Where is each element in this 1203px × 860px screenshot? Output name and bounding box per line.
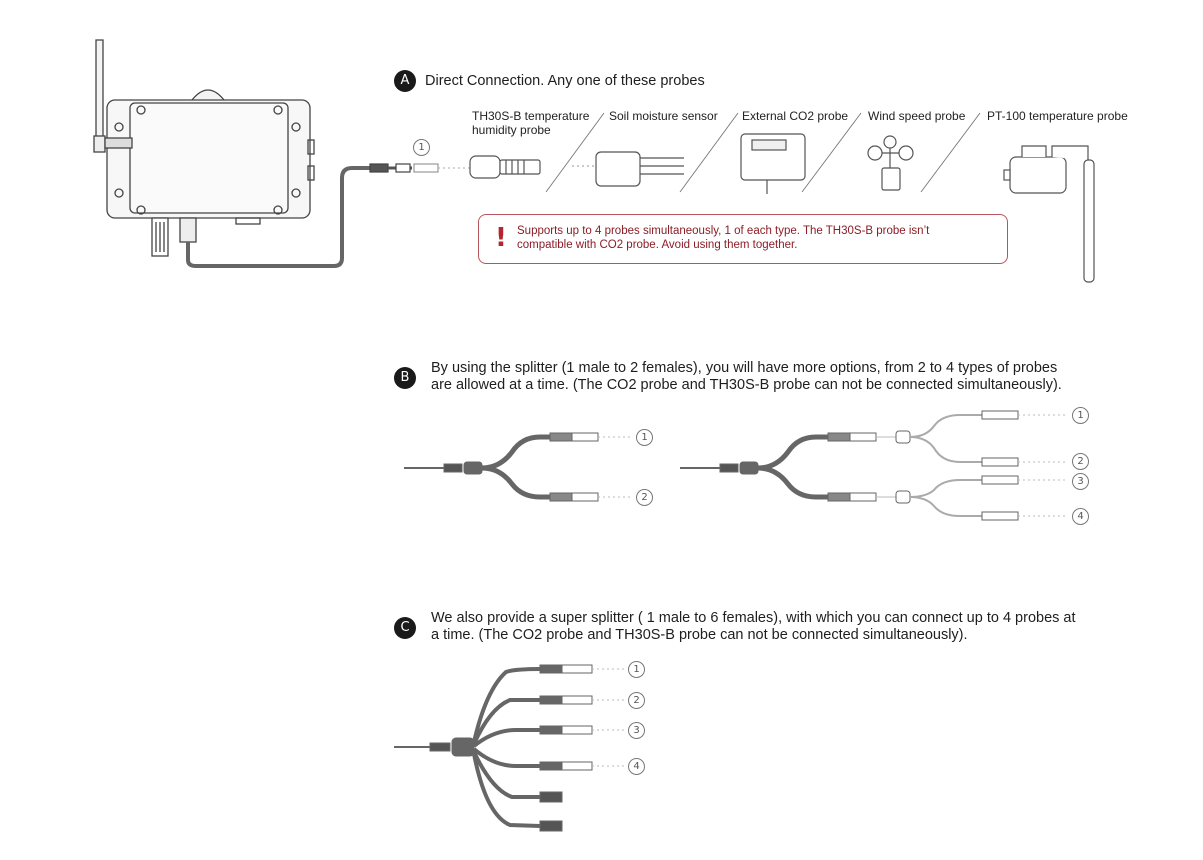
splitter-1x4-chain	[680, 410, 1068, 521]
section-c-description: We also provide a super splitter ( 1 mal…	[431, 610, 1076, 643]
section-c-badge: C	[394, 617, 416, 639]
section-b-badge: B	[394, 367, 416, 389]
splitter2-number-1: 1	[1072, 407, 1089, 424]
super-splitter-number-3: 3	[628, 722, 645, 739]
splitter2-number-3: 3	[1072, 473, 1089, 490]
jack-plug	[369, 163, 470, 173]
main-cable	[186, 166, 386, 268]
section-a-title: Direct Connection. Any one of these prob…	[425, 73, 705, 89]
super-splitter-number-1: 1	[628, 661, 645, 678]
external-co2-probe	[740, 133, 806, 194]
warning-icon: !	[495, 223, 507, 253]
port-number: 1	[413, 139, 430, 156]
warning-box: ! Supports up to 4 probes simultaneously…	[478, 214, 1008, 264]
probe-label-pt-100: PT-100 temperature probe	[987, 109, 1128, 123]
soil-moisture-sensor	[572, 151, 684, 187]
gateway-device	[93, 39, 315, 257]
section-a-badge: A	[394, 70, 416, 92]
probe-label-wind-speed: Wind speed probe	[868, 109, 966, 123]
th30s-b-probe	[469, 155, 541, 179]
probe-label-soil-moisture: Soil moisture sensor	[609, 109, 718, 123]
splitter2-number-4: 4	[1072, 508, 1089, 525]
pt-100-probe	[1003, 145, 1095, 283]
splitter2-number-2: 2	[1072, 453, 1089, 470]
section-b-description: By using the splitter (1 male to 2 femal…	[431, 360, 1062, 393]
splitter-1x2	[404, 432, 632, 502]
splitter1-number-2: 2	[636, 489, 653, 506]
probe-label-th30s-b: TH30S-B temperature humidity probe	[472, 109, 590, 137]
super-splitter-1x6	[394, 664, 624, 832]
probe-separators	[545, 112, 981, 193]
wind-speed-probe	[867, 135, 914, 191]
probe-label-co2: External CO2 probe	[742, 109, 849, 123]
warning-text: Supports up to 4 probes simultaneously, …	[517, 225, 930, 251]
splitter1-number-1: 1	[636, 429, 653, 446]
super-splitter-number-2: 2	[628, 692, 645, 709]
super-splitter-number-4: 4	[628, 758, 645, 775]
